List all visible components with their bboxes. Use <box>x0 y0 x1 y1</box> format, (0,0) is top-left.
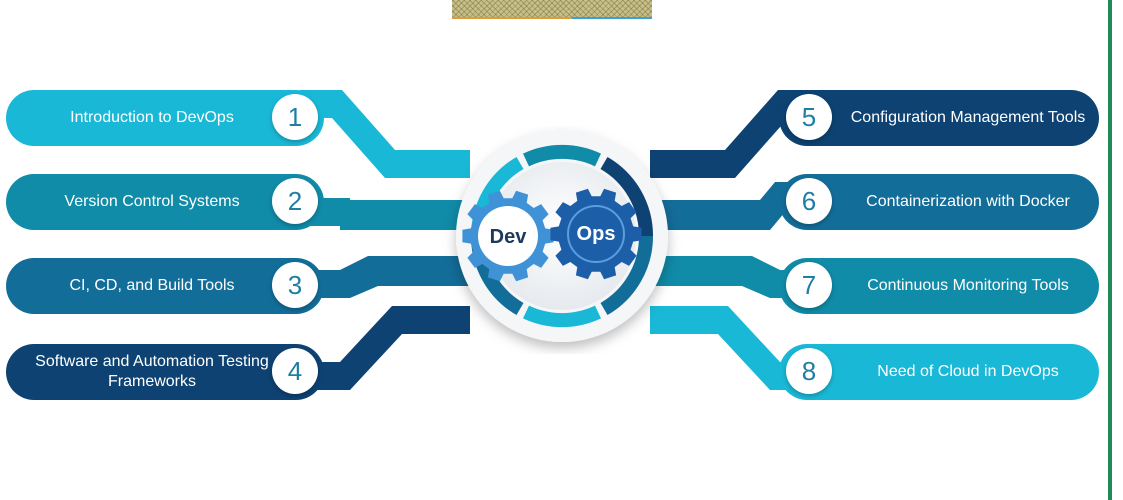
connector-7 <box>650 256 820 298</box>
topic-number-2: 2 <box>272 178 318 224</box>
topic-pill-1[interactable]: Introduction to DevOps 1 <box>6 90 324 146</box>
connector-8 <box>650 306 820 390</box>
connector-4 <box>300 306 470 390</box>
topic-number-6: 6 <box>786 178 832 224</box>
dev-gear-label: Dev <box>490 226 528 248</box>
top-banner-image <box>452 0 652 19</box>
topic-label-4: Software and Automation Testing Framewor… <box>35 353 269 390</box>
topic-pill-7[interactable]: 7 Continuous Monitoring Tools <box>779 258 1099 314</box>
connector-1 <box>300 90 470 178</box>
topic-number-4: 4 <box>272 348 318 394</box>
ops-gear-label: Ops <box>577 223 616 245</box>
devops-hub: Dev Ops <box>456 130 668 342</box>
topic-number-1: 1 <box>272 94 318 140</box>
topic-label-7: Continuous Monitoring Tools <box>867 277 1069 294</box>
connector-3 <box>300 256 470 298</box>
connector-5 <box>650 90 820 178</box>
connector-2 <box>300 198 470 230</box>
topic-pill-6[interactable]: 6 Containerization with Docker <box>779 174 1099 230</box>
topic-label-8: Need of Cloud in DevOps <box>877 363 1059 380</box>
connector-6 <box>650 182 820 230</box>
topic-number-3: 3 <box>272 262 318 308</box>
topic-label-3: CI, CD, and Build Tools <box>69 277 235 294</box>
topic-pill-8[interactable]: 8 Need of Cloud in DevOps <box>779 344 1099 400</box>
topic-label-6: Containerization with Docker <box>866 193 1070 210</box>
topic-label-2: Version Control Systems <box>64 193 240 210</box>
dev-gear-icon <box>462 190 554 282</box>
topic-label-5: Configuration Management Tools <box>850 109 1086 126</box>
topic-pill-4[interactable]: Software and Automation Testing Framewor… <box>6 344 324 400</box>
page-right-border <box>1108 0 1123 500</box>
topic-pill-2[interactable]: Version Control Systems 2 <box>6 174 324 230</box>
topic-number-7: 7 <box>786 262 832 308</box>
topic-label-1: Introduction to DevOps <box>70 109 234 126</box>
ops-gear-icon <box>550 188 642 280</box>
topic-number-5: 5 <box>786 94 832 140</box>
topic-pill-3[interactable]: CI, CD, and Build Tools 3 <box>6 258 324 314</box>
topic-pill-5[interactable]: 5 Configuration Management Tools <box>779 90 1099 146</box>
topic-number-8: 8 <box>786 348 832 394</box>
